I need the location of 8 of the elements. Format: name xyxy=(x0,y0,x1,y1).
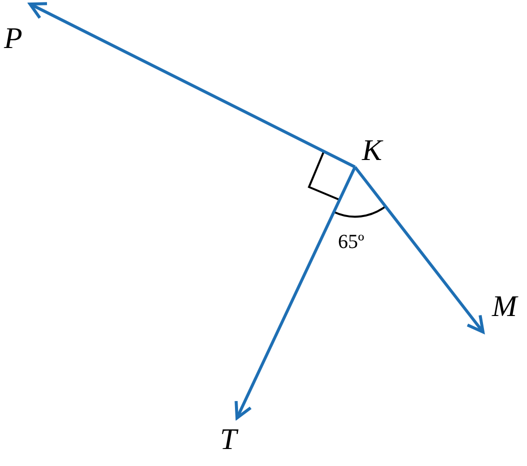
point-label: T xyxy=(220,425,237,455)
angle-label: 65º xyxy=(338,232,364,252)
point-label: K xyxy=(362,136,382,166)
point-label: P xyxy=(4,24,22,54)
point-label: M xyxy=(492,292,517,322)
ray-arrow xyxy=(354,166,484,334)
ray-arrow xyxy=(28,2,356,168)
ray-arrow xyxy=(234,166,356,420)
